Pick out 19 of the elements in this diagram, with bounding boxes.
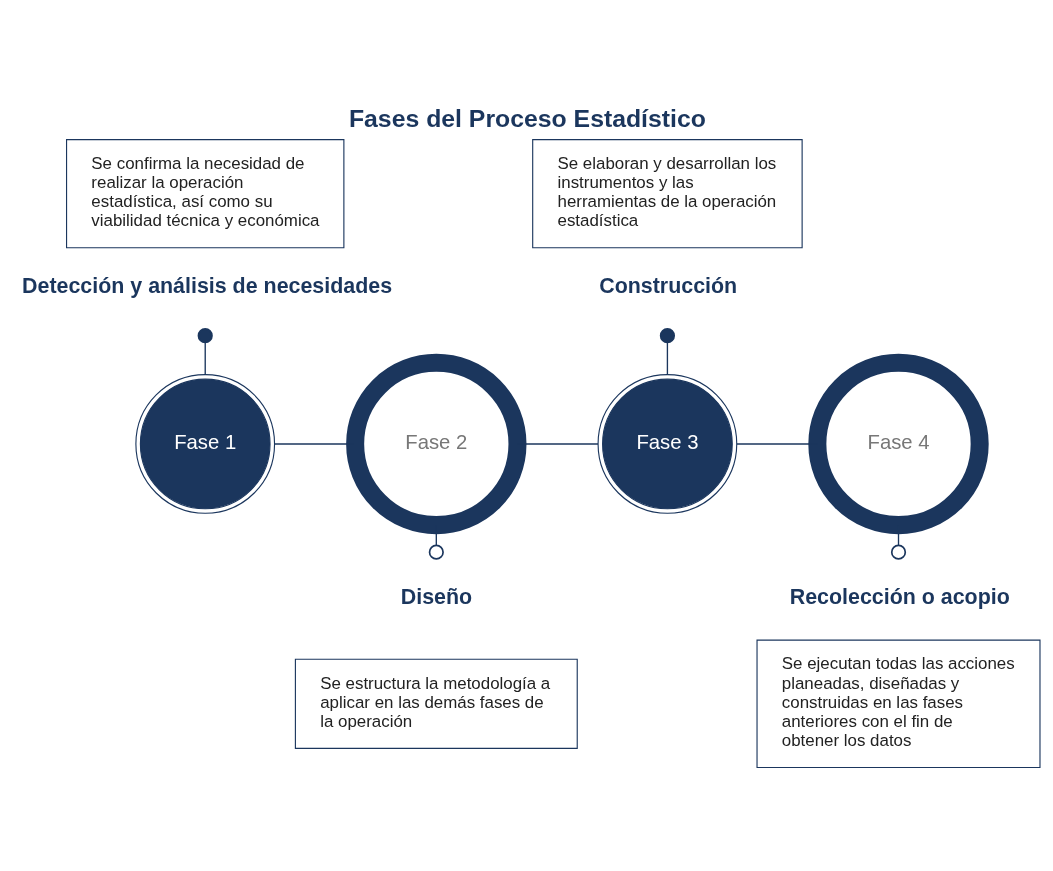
node-box: Se ejecutan todas las acciones planeadas, diseñadas y construidas en las fases anteriores con el fin de obtener los datos [756,639,1041,769]
diagram-title: Fases del Proceso Estadístico [348,104,706,132]
connector [666,341,669,376]
connector [204,341,206,376]
node-box: Se estructura la metodología a aplicar en las demás fases de la operación [294,658,578,749]
node-circle [890,544,907,560]
node-circle [428,544,444,560]
node-box: Se confirma la necesidad de realizar la operación estadística, así como su viabilidad técnica y económica [66,139,345,249]
node-circle: Fase 1 [135,374,276,514]
node-box: Se elaboran y desarrollan los instrumentos y las herramientas de la operación estadística [532,139,803,249]
node-circle: Fase 3 [597,374,738,514]
node-label: Construcción [599,273,738,298]
node-label: Detección y análisis de necesidades [22,273,393,298]
node-label: Diseño [400,584,473,609]
node-circle: Fase 2 [346,353,527,535]
node-circle [197,328,213,344]
node-label: Recolección o acopio [789,584,1010,609]
node-circle [659,328,676,344]
node-circle: Fase 4 [808,353,989,535]
